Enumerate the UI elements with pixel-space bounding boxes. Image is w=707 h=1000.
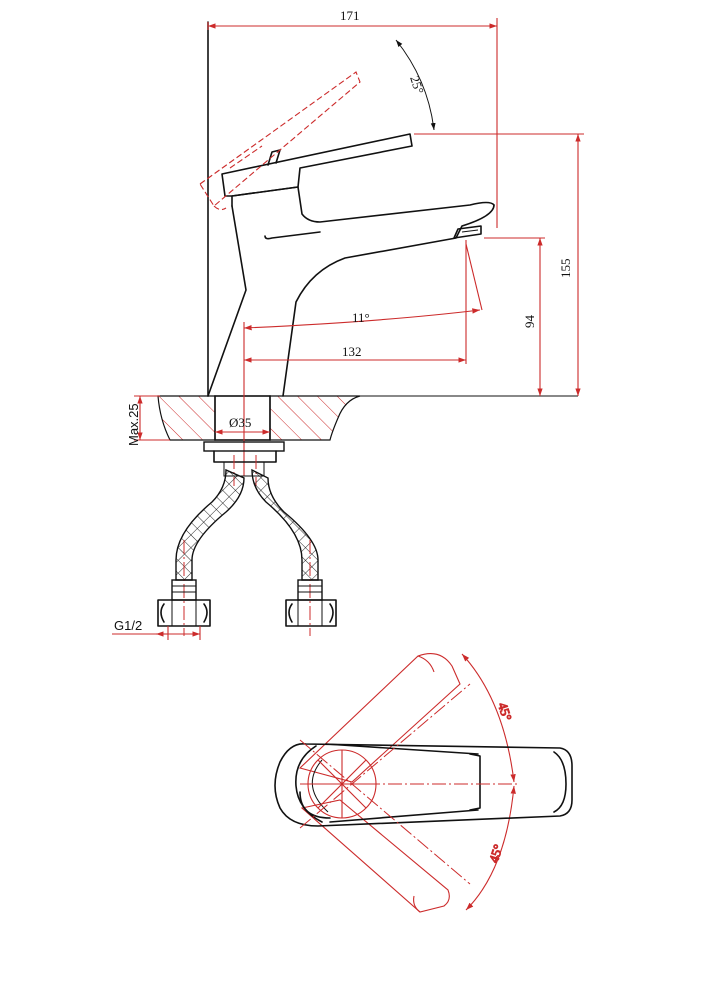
counter-thickness-label: Max.25 <box>126 403 141 446</box>
supply-hoses <box>175 468 319 636</box>
height-dimension: 155 <box>414 133 584 396</box>
thread-label: G1/2 <box>114 618 142 633</box>
rotation-angle-dimensions: 45° 45° <box>461 653 516 911</box>
rotation-left-label: 45° <box>486 842 506 864</box>
lever-angle-label: 25° <box>407 74 427 96</box>
spout-height-dimension: 94 <box>484 237 545 396</box>
counter-thickness-dimension: Max.25 <box>126 395 170 446</box>
spout-reach-label: 132 <box>342 344 362 359</box>
lever-open-position <box>199 71 361 211</box>
lever-angle-dimension: 25° <box>395 39 436 131</box>
countertop-section <box>138 395 578 441</box>
top-view-centerlines <box>299 683 520 885</box>
hose-fittings <box>157 579 337 627</box>
height-label: 155 <box>558 259 573 279</box>
thread-dimension: G1/2 <box>112 618 201 640</box>
hole-diameter-label: Ø35 <box>229 415 251 430</box>
spout-height-label: 94 <box>522 315 537 329</box>
hole-diameter-dimension: Ø35 <box>215 415 270 435</box>
overall-length-label: 171 <box>340 8 360 23</box>
top-view: 45° 45° <box>274 653 573 913</box>
cartridge-circle <box>307 749 377 819</box>
spout-angle-label: 11° <box>352 310 370 325</box>
faucet-top-outline <box>274 743 573 827</box>
handle-rotation-positions <box>298 653 461 913</box>
spout-angle-dimension: 11° <box>243 243 483 331</box>
rotation-right-label: 45° <box>495 701 515 723</box>
lever-handle <box>221 133 413 197</box>
faucet-body <box>207 21 495 397</box>
side-view: 25° 171 155 94 132 <box>112 8 584 640</box>
overall-length-dimension: 171 <box>207 8 498 228</box>
